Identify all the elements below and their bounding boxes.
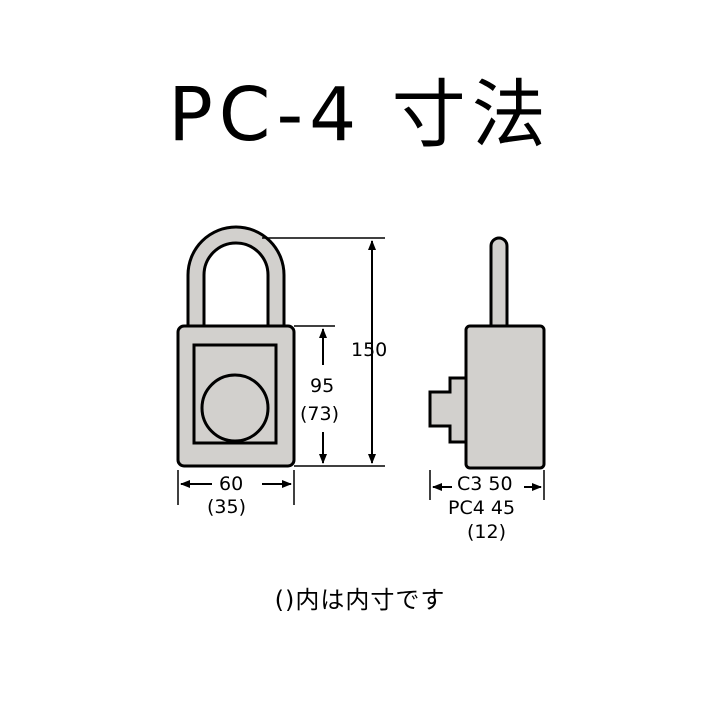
depth-dimension: C3 50 PC4 45 (12) bbox=[429, 470, 545, 543]
width-label: 60 bbox=[219, 473, 243, 495]
depth-c3-label: C3 50 bbox=[457, 473, 513, 495]
depth-pc4-label: PC4 45 bbox=[448, 497, 515, 519]
depth-inner-label: (12) bbox=[467, 521, 506, 543]
width-inner-label: (35) bbox=[207, 496, 246, 518]
total-height-label: 150 bbox=[351, 339, 387, 361]
side-view bbox=[428, 236, 546, 470]
width-dimension: 60 (35) bbox=[177, 470, 295, 518]
side-shackle bbox=[489, 236, 509, 332]
page-title: PC-4 寸法 bbox=[168, 72, 552, 158]
front-view bbox=[176, 225, 296, 468]
body-height-inner-label: (73) bbox=[300, 403, 339, 425]
side-dial-knob bbox=[428, 376, 468, 444]
side-body bbox=[464, 324, 546, 470]
body-height-label: 95 bbox=[310, 375, 334, 397]
body-height-dimension: 95 (73) bbox=[294, 325, 339, 464]
inner-dimension-note: ()内は内寸です bbox=[274, 586, 446, 614]
total-height-dimension: 150 bbox=[262, 237, 387, 467]
shackle bbox=[186, 225, 286, 332]
dial bbox=[200, 373, 270, 443]
